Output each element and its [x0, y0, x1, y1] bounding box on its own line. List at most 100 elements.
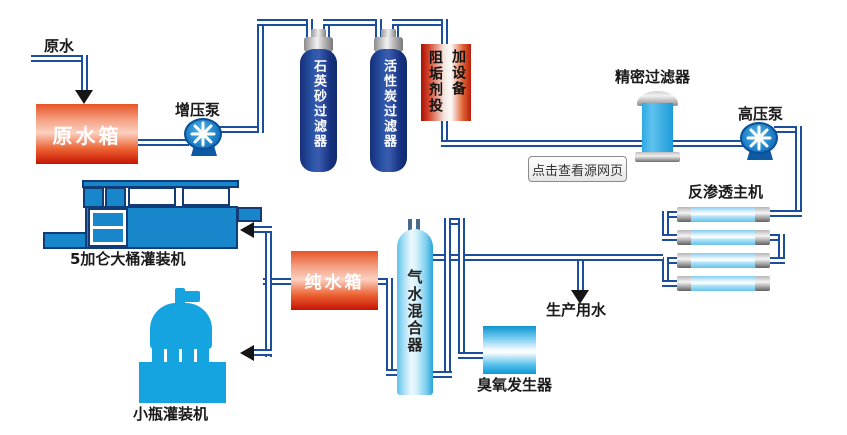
ro-membrane-tube — [691, 253, 757, 268]
pipe-segment — [31, 55, 88, 62]
filler-nozzle — [182, 347, 194, 364]
five-gallon-filler-label: 5加仑大桶灌装机 — [70, 250, 186, 268]
filter-base — [635, 152, 680, 162]
pipe-segment — [137, 139, 189, 146]
mixer-vent-icon — [408, 219, 412, 231]
flow-arrow-down-icon — [75, 90, 93, 104]
small-bottle-filling-machine — [139, 362, 226, 403]
booster-pump — [184, 118, 224, 158]
pipe-segment — [774, 126, 802, 133]
pipe-segment — [263, 278, 292, 285]
ozone-generator-label: 臭氧发生器 — [477, 376, 553, 394]
dosing-label-right: 加设备 — [450, 49, 466, 97]
pure-water-tank-label: 纯水箱 — [304, 273, 365, 293]
pipe-segment — [429, 371, 452, 378]
pipe-segment — [257, 19, 264, 133]
pipe-segment — [265, 226, 272, 357]
ro-membrane-cap — [677, 276, 692, 291]
activated-carbon-filter-label: 活性炭过滤器 — [381, 59, 396, 149]
pipe-segment — [254, 349, 272, 356]
filter-cap — [304, 37, 333, 52]
dosing-label-left: 阻垢剂投 — [427, 50, 443, 114]
pipe-segment — [386, 278, 393, 376]
ro-membrane-cap — [677, 253, 692, 268]
filler-nozzle — [197, 347, 209, 364]
filter-cap — [381, 29, 396, 38]
pump-impeller-icon — [184, 118, 222, 150]
activated-carbon-filter: 活性炭过滤器 — [370, 49, 407, 172]
pump-base — [747, 149, 773, 160]
pipe-segment — [458, 218, 465, 359]
pipe-segment — [386, 369, 400, 376]
filler-nozzle — [152, 347, 164, 364]
filler-dome — [150, 303, 212, 349]
booster-pump-label: 增压泵 — [175, 101, 221, 119]
flow-arrow-left-icon — [240, 345, 254, 361]
pump-base — [191, 145, 217, 156]
pipe-segment — [662, 280, 678, 287]
gas-water-mixer: 气水混合器 — [397, 229, 433, 395]
high-pressure-pump-label: 高压泵 — [738, 105, 784, 123]
pipe-segment — [662, 211, 669, 241]
ro-unit-label: 反渗透主机 — [688, 183, 764, 201]
raw-water-tank: 原水箱 — [36, 104, 138, 164]
machine-window — [128, 187, 176, 206]
filler-spout — [183, 291, 200, 302]
filler-nozzle — [167, 347, 179, 364]
pump-impeller-icon — [740, 122, 778, 154]
ro-membrane-tube — [691, 276, 757, 291]
machine-part — [237, 207, 262, 222]
ro-membrane-cap — [755, 230, 770, 245]
pipe-segment — [254, 226, 272, 233]
pipe-segment — [217, 126, 263, 133]
pipe-segment — [662, 211, 678, 218]
pipe-segment — [768, 210, 802, 217]
machine-part — [93, 229, 123, 242]
ro-membrane-tube — [691, 230, 757, 245]
pipe-segment — [577, 261, 584, 292]
machine-part — [83, 187, 104, 208]
ro-membrane-cap — [677, 230, 692, 245]
flow-arrow-down-icon — [571, 290, 589, 304]
precision-filter-label: 精密过滤器 — [615, 68, 691, 86]
five-gallon-filling-machine — [43, 178, 263, 250]
pipe-segment — [433, 254, 663, 261]
view-source-page-button[interactable]: 点击查看源网页 — [528, 156, 627, 182]
raw-water-label: 原水 — [44, 37, 75, 55]
ro-membrane-cap — [755, 253, 770, 268]
pipe-segment — [257, 19, 313, 26]
pipe-segment — [377, 278, 393, 285]
machine-part — [93, 213, 123, 226]
machine-panel — [88, 208, 128, 247]
mixer-vent-icon — [416, 219, 420, 231]
small-bottle-filler-label: 小瓶灌装机 — [133, 405, 209, 423]
pipe-segment — [444, 218, 465, 225]
pipe-segment — [769, 234, 785, 241]
ro-membrane-cap — [755, 276, 770, 291]
ozone-generator — [483, 326, 536, 374]
gas-water-mixer-label: 气水混合器 — [405, 269, 424, 354]
pipe-segment — [778, 234, 785, 264]
filler-spout — [175, 288, 185, 309]
precision-filter — [642, 103, 673, 155]
pipe-segment — [795, 126, 802, 217]
pipe-segment — [458, 352, 485, 359]
pipe-segment — [81, 55, 88, 93]
quartz-sand-filter-label: 石英砂过滤器 — [311, 59, 326, 149]
raw-water-tank-label: 原水箱 — [52, 123, 122, 148]
filter-cap — [374, 37, 403, 52]
flow-arrow-left-icon — [240, 222, 254, 238]
quartz-sand-filter: 石英砂过滤器 — [300, 49, 337, 172]
pipe-segment — [662, 257, 669, 287]
scale-inhibitor-dosing-unit: 阻垢剂投 加设备 — [421, 44, 471, 121]
machine-base — [43, 232, 87, 249]
machine-window — [182, 187, 230, 206]
ro-membrane-cap — [677, 207, 692, 222]
production-water-label: 生产用水 — [546, 301, 607, 319]
pipe-segment — [392, 19, 448, 26]
ro-membrane-cap — [755, 207, 770, 222]
pipe-segment — [444, 218, 451, 378]
pipe-segment — [769, 257, 785, 264]
pure-water-tank: 纯水箱 — [291, 251, 378, 310]
